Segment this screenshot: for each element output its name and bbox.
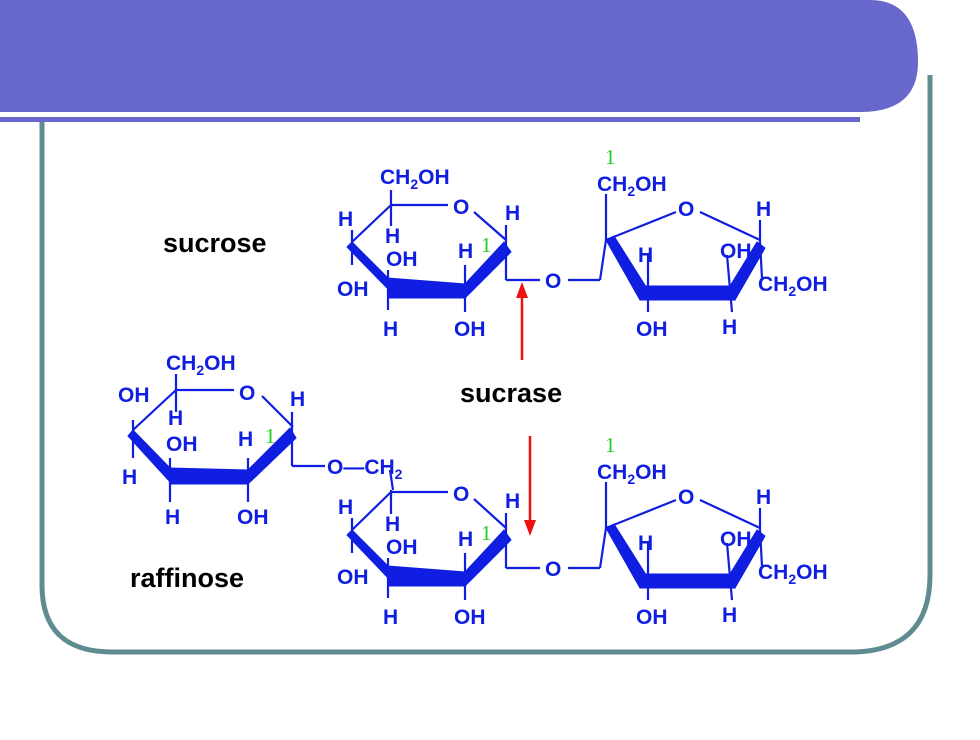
atom-oh: OH [636,606,668,629]
anomeric-number: 1 [605,433,616,457]
atom-ring-o: O [239,382,255,405]
atom-h: H [505,490,520,513]
atom-o-ch2: O—CH2 [327,456,403,482]
atom-h: H [505,202,520,225]
atom-ring-o: O [453,483,469,506]
atom-h: H [722,604,737,627]
atom-oh: OH [720,240,752,263]
atom-oh: OH [386,248,418,271]
atom-h: H [383,318,398,341]
atom-h: H [338,208,353,231]
atom-ring-o: O [453,196,469,219]
sucrose-label: sucrose [163,228,267,258]
arrow-up-icon [516,282,528,298]
atom-oh: OH [454,318,486,341]
atom-h: H [290,388,305,411]
slide-frame [39,75,933,655]
header-band [0,0,918,112]
anomeric-number: 1 [265,424,276,448]
header-underline [0,117,860,122]
atom-ch2oh: CH2OH [380,166,450,192]
atom-h: H [383,606,398,629]
atom-oh: OH [237,506,269,529]
atom-h: H [458,528,473,551]
atom-ch2oh: CH2OH [597,461,667,487]
atom-ch2oh: CH2OH [758,273,828,299]
atom-ch2oh: CH2OH [166,352,236,378]
atom-h: H [122,466,137,489]
atom-oh: OH [720,528,752,551]
atom-ring-o: O [678,486,694,509]
atom-h: H [638,532,653,555]
anomeric-number: 1 [481,521,492,545]
arrow-down-icon [524,520,536,536]
atom-h: H [385,513,400,536]
atom-ring-o: O [678,198,694,221]
atom-oh: OH [454,606,486,629]
atom-h: H [722,316,737,339]
atom-ch2oh: CH2OH [758,561,828,587]
anomeric-number: 1 [481,233,492,257]
atom-h: H [338,496,353,519]
atom-h: H [238,428,253,451]
atom-oh: OH [337,278,369,301]
sucrose-fructose-ring [604,194,766,313]
atom-oh: OH [386,536,418,559]
sucrose-structure: CH2OH O H H H OH H 1 OH H OH O 1 CH2OH O… [337,145,828,341]
atom-glycosidic-o: O [545,558,561,581]
atom-oh: OH [118,384,150,407]
anomeric-number: 1 [605,145,616,169]
atom-h: H [458,240,473,263]
atom-h: H [756,486,771,509]
atom-glycosidic-o: O [545,270,561,293]
raffinose-galactose-ring [127,374,395,502]
atom-h: H [165,506,180,529]
atom-oh: OH [636,318,668,341]
atom-oh: OH [337,566,369,589]
atom-h: H [638,244,653,267]
sucrose-glucose-ring [346,190,608,312]
raffinose-fructose-ring [604,482,766,601]
atom-h: H [756,198,771,221]
raffinose-glucose-ring [346,490,608,600]
atom-h: H [168,407,183,430]
atom-h: H [385,225,400,248]
atom-oh: OH [166,433,198,456]
atom-ch2oh: CH2OH [597,173,667,199]
sucrase-label: sucrase [460,378,562,408]
raffinose-label: raffinose [130,563,244,593]
raffinose-structure: CH2OH OH O H H OH H 1 H H OH O—CH2 O [118,352,828,629]
